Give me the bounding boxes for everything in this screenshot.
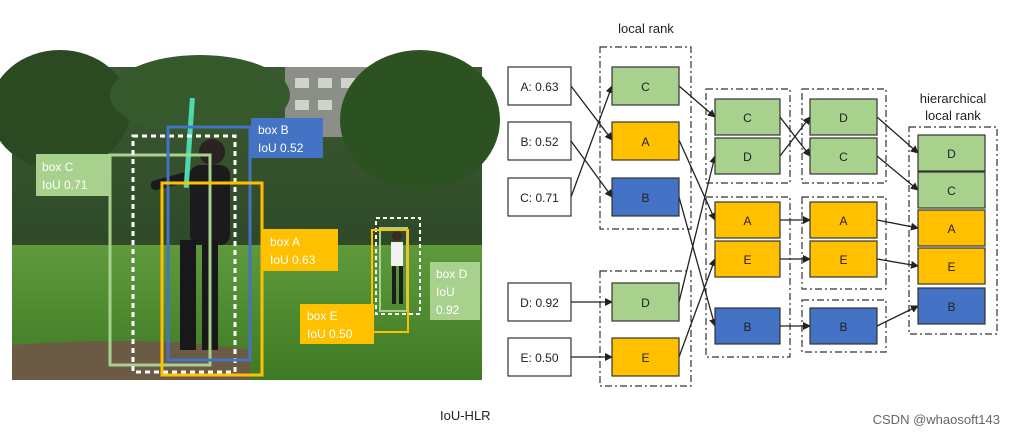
group-stage3-top — [801, 88, 887, 184]
box-e-outline — [371, 229, 409, 333]
final-node-c: C — [947, 184, 956, 198]
label-box-a: box A IoU 0.63 — [263, 229, 338, 271]
local-rank-node-c: C — [641, 80, 650, 94]
figure-caption: IoU-HLR — [440, 408, 491, 423]
input-score-b: B: 0.52 — [520, 135, 558, 149]
label-box-d-name: box D — [436, 267, 468, 281]
stage2-column: C D A E B — [714, 98, 781, 345]
label-box-d: box D IoU 0.92 — [430, 262, 480, 320]
final-node-e: E — [947, 260, 955, 274]
label-box-b: box B IoU 0.52 — [251, 118, 323, 158]
label-box-d-iou-line2: 0.92 — [436, 303, 460, 317]
final-rank-column: D C A E B — [917, 134, 986, 325]
label-box-a-name: box A — [270, 235, 300, 249]
stage3-node-d: D — [839, 111, 848, 125]
stage2-node-e: E — [743, 253, 751, 267]
stage2-node-a: A — [743, 214, 751, 228]
local-rank-node-d: D — [641, 296, 650, 310]
label-box-b-name: box B — [258, 123, 289, 137]
label-box-c: box C IoU 0.71 — [36, 154, 110, 196]
input-score-c: C: 0.71 — [520, 191, 559, 205]
stage3-node-e: E — [839, 253, 847, 267]
gt-box-distant — [375, 217, 421, 315]
stage3-node-a: A — [839, 214, 847, 228]
stage2-node-c: C — [743, 111, 752, 125]
header-hierarchical-line2: local rank — [925, 108, 981, 123]
input-scores: A: 0.63 B: 0.52 C: 0.71 D: 0.92 E: 0.50 — [507, 66, 572, 377]
box-a-outline — [160, 181, 264, 377]
group-stage2-top — [705, 88, 791, 184]
local-rank-node-b: B — [641, 191, 649, 205]
input-score-e: E: 0.50 — [520, 351, 558, 365]
detection-photo: box C IoU 0.71 box B IoU 0.52 box A IoU … — [0, 50, 500, 380]
distant-person — [391, 231, 403, 304]
group-stage2-bottom — [705, 196, 791, 358]
local-rank-column: C A B D E — [611, 66, 680, 377]
final-node-d: D — [947, 147, 956, 161]
gt-box-batter — [131, 134, 237, 374]
stage2-node-d: D — [743, 150, 752, 164]
header-local-rank: local rank — [618, 21, 674, 36]
hlr-diagram: local rank hierarchical local rank — [507, 21, 998, 387]
stage3-node-c: C — [839, 150, 848, 164]
stage2-node-b: B — [743, 320, 751, 334]
label-box-e: box E IoU 0.50 — [300, 304, 374, 344]
group-local-rank-bottom — [599, 270, 692, 387]
label-box-c-iou: IoU 0.71 — [42, 178, 88, 192]
tree-foliage — [0, 50, 130, 170]
label-box-d-iou-line1: IoU — [436, 285, 455, 299]
box-c-outline — [108, 153, 212, 367]
label-box-b-iou: IoU 0.52 — [258, 141, 304, 155]
local-rank-node-a: A — [641, 135, 649, 149]
input-score-d: D: 0.92 — [520, 296, 559, 310]
box-b-outline — [166, 125, 252, 362]
connection-lines — [570, 85, 919, 361]
local-rank-node-e: E — [641, 351, 649, 365]
stage3-node-b: B — [839, 320, 847, 334]
stage3-column: D C A E B — [809, 98, 878, 345]
group-stage3-mid — [801, 196, 887, 290]
label-box-e-name: box E — [307, 309, 338, 323]
watermark: CSDN @whaosoft143 — [872, 412, 1000, 427]
final-node-a: A — [947, 222, 955, 236]
label-box-e-iou: IoU 0.50 — [307, 327, 353, 341]
header-hierarchical-line1: hierarchical — [920, 91, 987, 106]
label-box-a-iou: IoU 0.63 — [270, 253, 316, 267]
input-score-a: A: 0.63 — [520, 80, 558, 94]
group-final — [908, 126, 998, 335]
group-local-rank-top — [599, 46, 692, 230]
final-node-b: B — [947, 300, 955, 314]
label-box-c-name: box C — [42, 160, 74, 174]
